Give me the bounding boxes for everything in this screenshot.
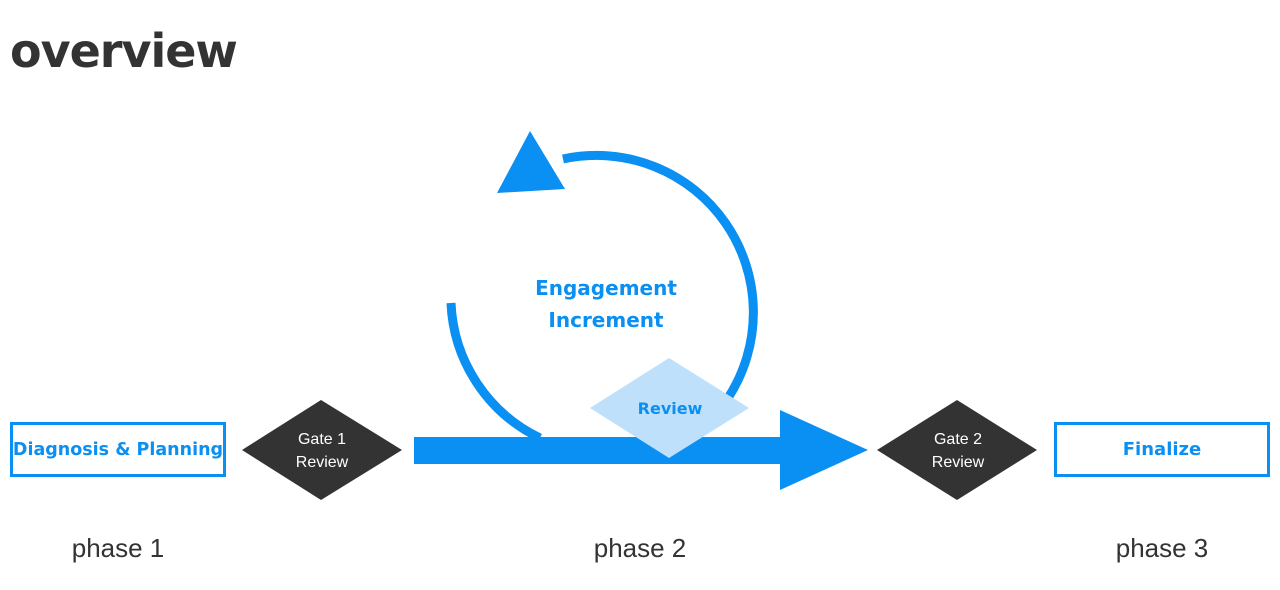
phase1-label: phase 1	[71, 533, 165, 563]
diagnosis-planning-box: Diagnosis & Planning	[10, 422, 226, 477]
gate2-label-line1: Gate 2	[934, 431, 982, 448]
review-diamond	[590, 358, 749, 458]
engagement-increment-line2: Increment	[548, 308, 664, 332]
gate1-diamond	[242, 400, 402, 500]
phase2-label: phase 2	[593, 533, 687, 563]
page-title: overview	[10, 24, 238, 78]
finalize-box: Finalize	[1054, 422, 1270, 477]
gate2-label-line2: Review	[932, 454, 985, 471]
review-label: Review	[638, 399, 703, 418]
phase3-label: phase 3	[1115, 533, 1209, 563]
gate1-label-line2: Review	[296, 454, 349, 471]
phase2-arrow-head	[780, 410, 868, 490]
iteration-loop-arrowhead	[497, 131, 565, 193]
engagement-increment-line1: Engagement	[535, 276, 677, 300]
gate2-diamond	[877, 400, 1037, 500]
gate1-label-line1: Gate 1	[298, 431, 346, 448]
iteration-loop-arc	[446, 150, 758, 443]
phase2-arrow-shaft	[414, 437, 784, 464]
